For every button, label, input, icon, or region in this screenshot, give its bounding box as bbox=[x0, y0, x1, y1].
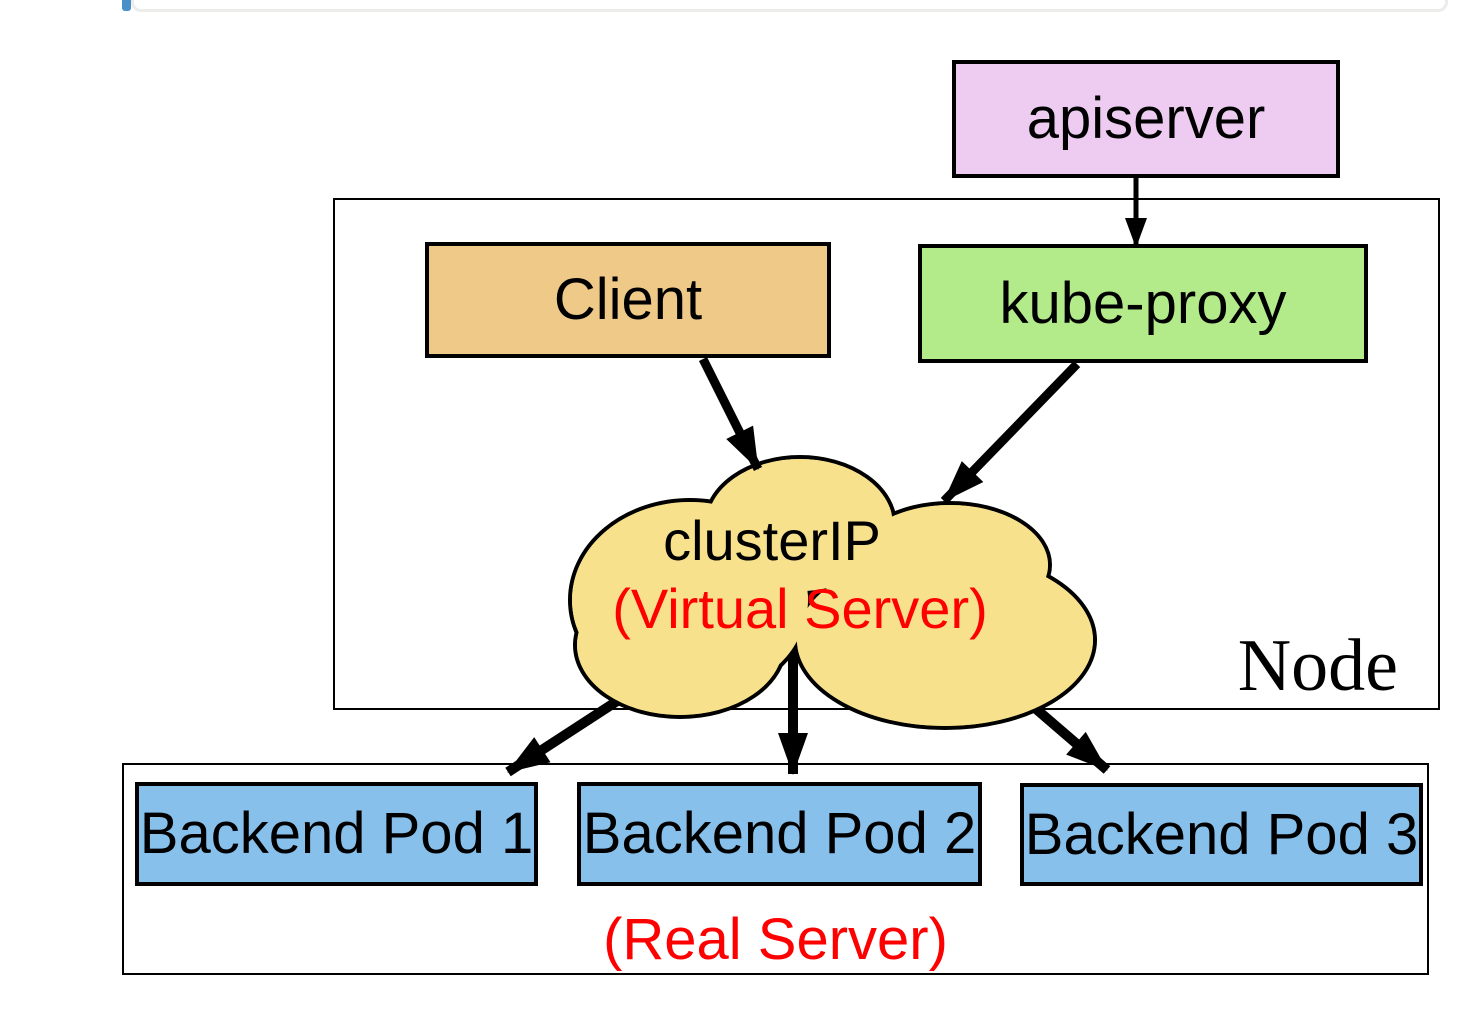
backend-pod-2-box: Backend Pod 2 bbox=[577, 782, 982, 886]
real-server-label: (Real Server) bbox=[603, 907, 948, 972]
backend-pod-2-label: Backend Pod 2 bbox=[582, 801, 977, 866]
clusterip-sublabel: (Virtual Server) bbox=[612, 577, 988, 640]
clusterip-label: clusterIP bbox=[663, 509, 881, 572]
node-container-label: Node bbox=[1237, 625, 1398, 708]
kube-proxy-label: kube-proxy bbox=[999, 270, 1287, 336]
arrow-kubeproxy-to-clusterip bbox=[940, 360, 1081, 505]
apiserver-label: apiserver bbox=[1026, 86, 1266, 151]
real-server-container-box: (Real Server) bbox=[122, 763, 1429, 975]
client-box: Client bbox=[425, 242, 831, 358]
clusterip-cloud bbox=[568, 455, 1097, 730]
backend-pod-1-box: Backend Pod 1 bbox=[135, 782, 538, 886]
backend-pod-3-label: Backend Pod 3 bbox=[1024, 801, 1419, 867]
backend-pod-1-label: Backend Pod 1 bbox=[139, 801, 534, 866]
kube-proxy-box: kube-proxy bbox=[918, 244, 1368, 363]
note-panel-bottom-border bbox=[131, 0, 1448, 12]
client-label: Client bbox=[553, 267, 703, 332]
arrow-client-to-clusterip bbox=[698, 356, 763, 472]
apiserver-box: apiserver bbox=[952, 60, 1340, 178]
note-accent-bar bbox=[122, 0, 131, 11]
backend-pod-3-box: Backend Pod 3 bbox=[1020, 783, 1423, 886]
